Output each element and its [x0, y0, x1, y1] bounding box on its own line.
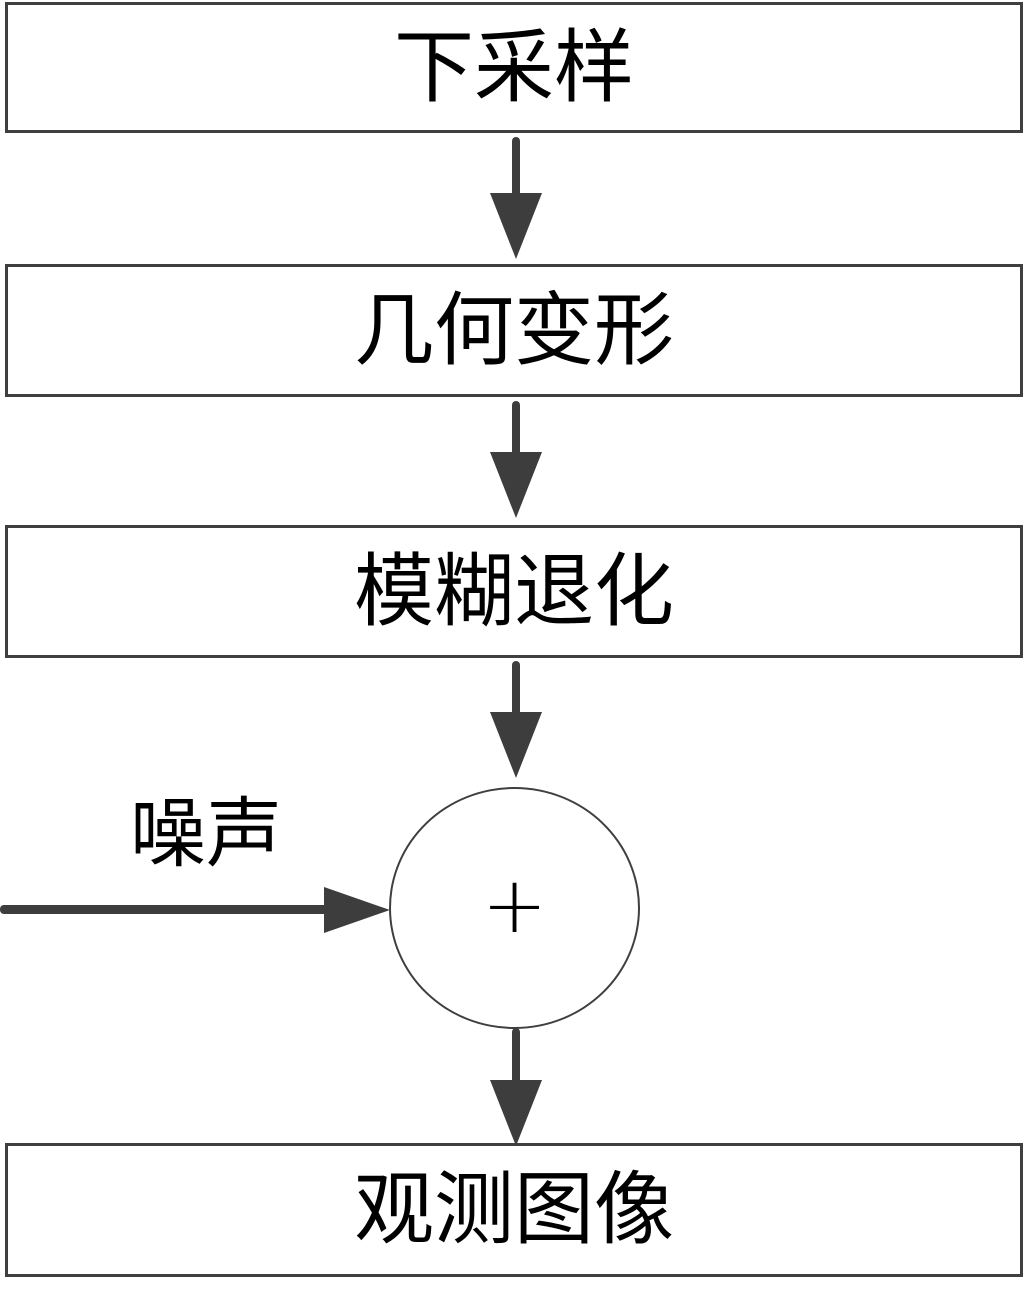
arrow-down-1-icon	[490, 137, 542, 259]
box-label-observed-image: 观测图像	[354, 1163, 674, 1256]
noise-arrow-head-icon	[324, 887, 390, 933]
arrow-down-3-head	[490, 712, 542, 778]
arrow-down-1-head	[490, 193, 542, 259]
box-label-geometric-deform: 几何变形	[354, 283, 674, 377]
plus-symbol: +	[481, 861, 548, 951]
noise-label: 噪声	[130, 789, 282, 878]
arrow-down-2-icon	[490, 401, 542, 518]
box-label-blur-degrade: 模糊退化	[354, 544, 674, 638]
arrow-down-2-head	[490, 452, 542, 518]
arrow-down-2-stem	[512, 401, 520, 452]
arrow-down-4-icon	[490, 1028, 542, 1146]
arrow-down-3-stem	[512, 661, 520, 712]
adder-circle: +	[389, 787, 640, 1029]
arrow-down-1-stem	[512, 137, 520, 193]
arrow-down-3-icon	[490, 661, 542, 778]
noise-arrow-stem	[0, 905, 326, 914]
process-box-blur-degrade: 模糊退化	[5, 525, 1023, 658]
process-box-geometric-deform: 几何变形	[5, 264, 1023, 397]
box-label-downsample: 下采样	[394, 20, 634, 114]
arrow-down-4-head	[490, 1080, 542, 1146]
arrow-down-4-stem	[512, 1028, 520, 1080]
process-box-observed-image: 观测图像	[5, 1143, 1023, 1277]
process-box-downsample: 下采样	[5, 2, 1023, 133]
